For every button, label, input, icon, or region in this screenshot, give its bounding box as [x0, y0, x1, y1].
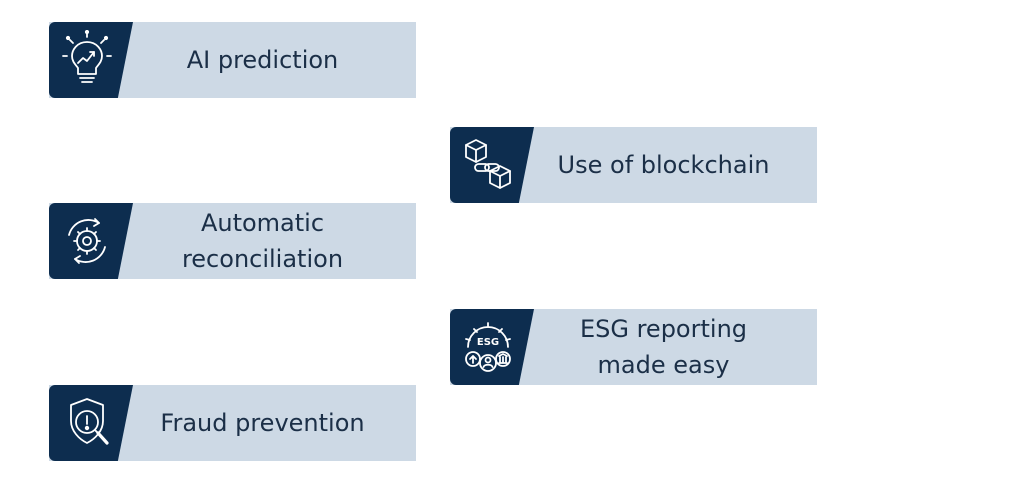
- icon-tile: ESG: [450, 309, 534, 385]
- card-label: AI prediction: [186, 46, 339, 74]
- card-automatic-reconciliation: Automatic reconciliation: [49, 203, 416, 279]
- gear-cycle-icon: [68, 218, 106, 264]
- esg-gear-icon: ESG: [465, 322, 511, 372]
- card-label: Automatic reconciliation: [181, 209, 344, 273]
- card-fraud-prevention: Fraud prevention: [49, 385, 416, 461]
- card-label: Fraud prevention: [160, 409, 365, 437]
- card-label: ESG reporting made easy: [579, 315, 748, 379]
- icon-tile: [49, 385, 133, 461]
- blockchain-cubes-icon: [465, 139, 511, 189]
- esg-icon-text: ESG: [477, 337, 499, 348]
- icon-tile: [49, 22, 133, 98]
- icon-tile: [450, 127, 534, 203]
- card-ai-prediction: AI prediction: [49, 22, 416, 98]
- lightbulb-chart-icon: [62, 30, 112, 83]
- card-label: Use of blockchain: [557, 151, 770, 179]
- card-esg-reporting: ESG ESG reporting made easy: [450, 309, 817, 385]
- shield-search-icon: [70, 398, 109, 445]
- card-use-of-blockchain: Use of blockchain: [450, 127, 817, 203]
- icon-tile: [49, 203, 133, 279]
